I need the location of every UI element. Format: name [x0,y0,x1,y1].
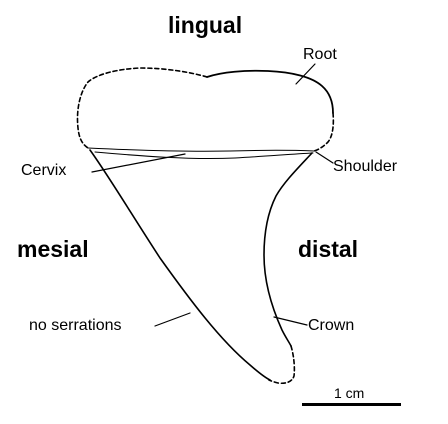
label-mesial: mesial [17,236,89,262]
root-outline-dashed-left [76,67,208,149]
label-no-serrations: no serrations [29,317,122,334]
root-outline-dashed-right [313,112,335,152]
scale-label: 1 cm [334,385,365,401]
crown-distal-edge [263,152,313,347]
crown-mesial-edge [89,149,271,381]
scale-bar [302,403,401,406]
label-distal: distal [298,236,359,262]
cervix-line-upper [87,147,315,152]
label-shoulder: Shoulder [333,158,398,175]
label-lingual: lingual [168,12,243,38]
root-leader [295,63,316,85]
label-crown: Crown [308,317,355,334]
crown-leader [273,316,308,326]
serrations-leader [154,312,191,327]
crown-tip-dashed [268,345,296,385]
cervix-leader [91,153,186,173]
label-cervix: Cervix [21,162,67,179]
root-outline-solid [206,69,334,114]
cervix-line-lower [94,151,314,160]
label-root: Root [303,46,337,63]
shoulder-leader [315,151,334,164]
